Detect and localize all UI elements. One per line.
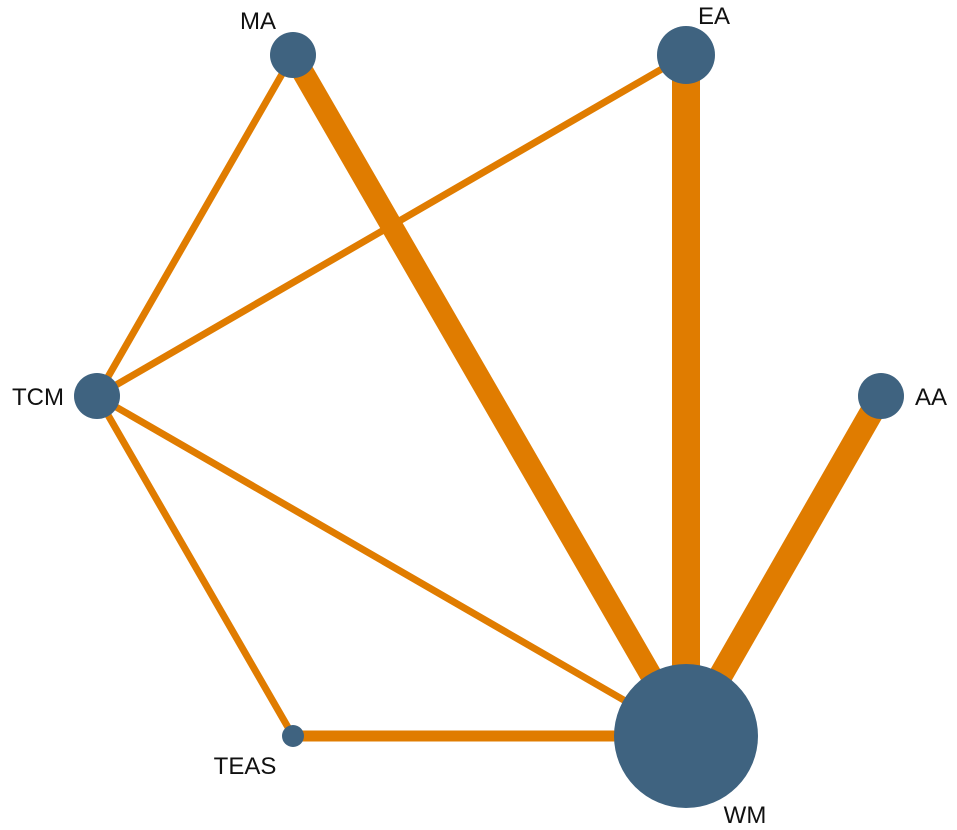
node-label-teas: TEAS bbox=[214, 753, 277, 780]
node-wm bbox=[614, 664, 758, 808]
edge-ma-wm bbox=[283, 49, 696, 742]
node-label-ea: EA bbox=[698, 3, 730, 30]
node-layer bbox=[74, 26, 904, 808]
node-label-aa: AA bbox=[915, 384, 947, 411]
edge-tcm-teas bbox=[93, 394, 297, 738]
node-teas bbox=[282, 725, 304, 747]
edge-layer bbox=[93, 49, 892, 742]
label-layer: MA EA TCM AA TEAS WM bbox=[12, 3, 947, 829]
edge-tcm-wm bbox=[95, 392, 688, 740]
node-ea bbox=[657, 26, 715, 84]
node-tcm bbox=[74, 373, 120, 419]
node-label-wm: WM bbox=[724, 802, 767, 829]
node-aa bbox=[858, 373, 904, 419]
node-label-tcm: TCM bbox=[12, 384, 64, 411]
edge-ea-tcm bbox=[95, 51, 688, 400]
node-label-ma: MA bbox=[240, 8, 276, 35]
node-ma bbox=[270, 32, 316, 78]
edge-ma-tcm bbox=[93, 53, 297, 398]
